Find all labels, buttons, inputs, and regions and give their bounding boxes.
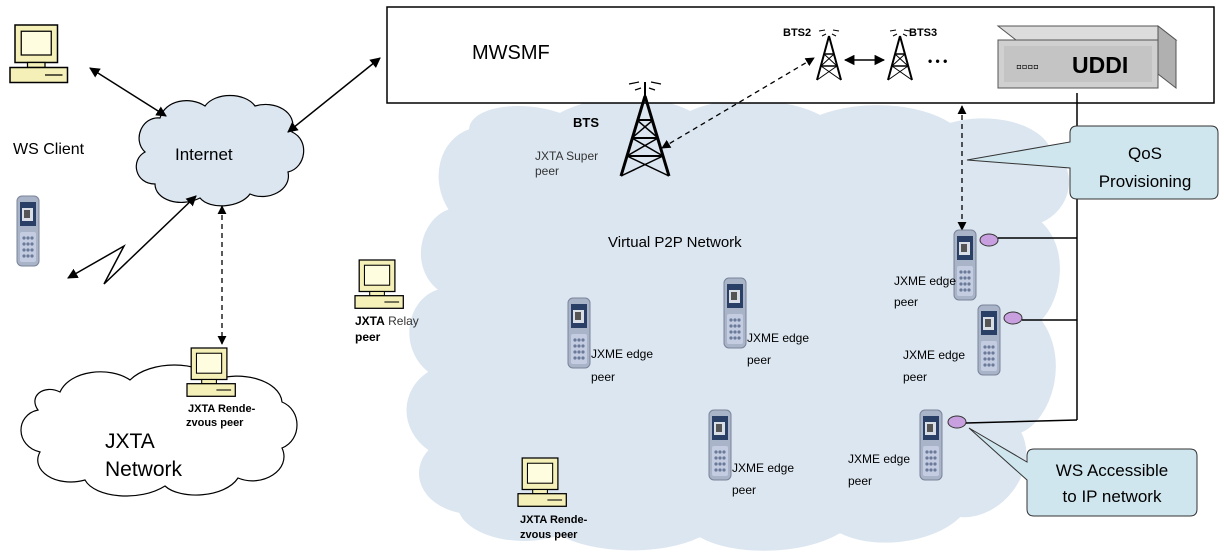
- edge-peer-3-label-a: JXME edge: [732, 461, 794, 475]
- ws-client-label: WS Client: [13, 141, 85, 158]
- jxta-network-cloud: [20, 364, 298, 497]
- qos-label-1: QoS: [1128, 144, 1162, 163]
- edge-peer-1-phone-icon: [567, 297, 591, 369]
- edge-peer-6-label-b: peer: [848, 474, 872, 488]
- edge-peer-4-label-a: JXME edge: [894, 274, 956, 288]
- uddi-label: UDDI: [1072, 52, 1128, 78]
- rendezvous-label-2b: zvous peer: [520, 529, 578, 541]
- rendezvous-label-1b: zvous peer: [186, 417, 244, 429]
- jxta-network-label-2: Network: [105, 458, 183, 481]
- ws-client-computer-icon: [9, 24, 69, 84]
- internet-cloud: [135, 95, 305, 207]
- qos-label-2: Provisioning: [1099, 172, 1192, 191]
- jxta-network-label-1: JXTA: [105, 430, 155, 453]
- relay-peer-label: peer: [355, 330, 381, 344]
- rendezvous-computer-icon: [186, 347, 236, 397]
- ws-accessible-callout: [968, 427, 1198, 517]
- bts-label: BTS: [573, 115, 599, 130]
- bts2-label: BTS2: [783, 27, 811, 39]
- edge-peer-3-label-b: peer: [732, 483, 756, 497]
- ws-node-2-icon: [1003, 311, 1023, 325]
- edge-peer-4-phone-icon: [953, 229, 977, 301]
- lightning-link-icon: [67, 195, 197, 285]
- edge-peer-3-phone-icon: [708, 409, 732, 481]
- ws-access-label-2: to IP network: [1063, 487, 1162, 506]
- ws-node-3-icon: [947, 415, 967, 429]
- qos-callout: [966, 125, 1219, 200]
- edge-peer-2-phone-icon: [723, 277, 747, 349]
- mobile-phone-icon: [16, 195, 40, 267]
- edge-peer-2-label-b: peer: [747, 353, 771, 367]
- relay-computer-icon: [354, 259, 404, 309]
- jxta-super-peer-label-1: JXTA Super: [535, 149, 598, 163]
- rendezvous-label-1a: JXTA Rende-: [188, 403, 256, 415]
- edge-peer-6-phone-icon: [919, 409, 943, 481]
- mwsmf-label: MWSMF: [472, 42, 550, 64]
- uddi-dots-icon: ▫▫▫▫: [1016, 59, 1039, 76]
- edge-peer-5-label-b: peer: [903, 370, 927, 384]
- uddi-server: [996, 24, 1178, 90]
- ws-access-label-1: WS Accessible: [1056, 461, 1168, 480]
- virtual-p2p-label: Virtual P2P Network: [608, 234, 742, 251]
- relay-label: JXTA Relay: [355, 314, 419, 328]
- edge-peer-4-label-b: peer: [894, 295, 918, 309]
- edge-peer-5-phone-icon: [977, 304, 1001, 376]
- edge-peer-1-label-b: peer: [591, 370, 615, 384]
- jxta-super-peer-label-2: peer: [535, 164, 559, 178]
- internet-label: Internet: [175, 145, 233, 164]
- edge-peer-2-label-a: JXME edge: [747, 331, 809, 345]
- bts-more-label: • • •: [928, 54, 947, 68]
- ws-node-1-icon: [979, 233, 999, 247]
- edge-peer-5-label-a: JXME edge: [903, 348, 965, 362]
- bts3-label: BTS3: [909, 27, 937, 39]
- bts-tower-icon: [619, 81, 671, 177]
- edge-peer-6-label-a: JXME edge: [848, 452, 910, 466]
- rendezvous-label-2a: JXTA Rende-: [520, 514, 588, 526]
- edge-peer-1-label-a: JXME edge: [591, 347, 653, 361]
